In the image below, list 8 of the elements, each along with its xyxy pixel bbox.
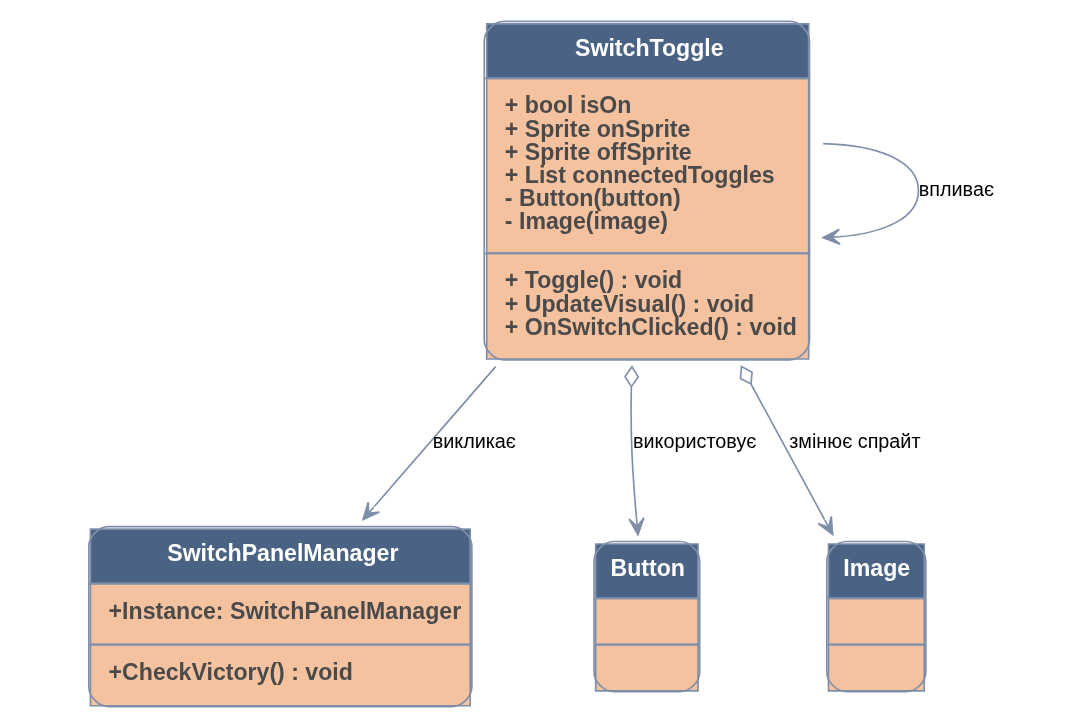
edge-label: використовує [633, 430, 757, 453]
edge-label: викликає [432, 430, 516, 453]
arrow [624, 365, 645, 536]
edge-label: впливає [918, 177, 995, 200]
arrow [822, 142, 920, 245]
edge-label: змінює спрайт [789, 430, 921, 453]
arrow [739, 365, 834, 536]
arrow [362, 365, 497, 521]
